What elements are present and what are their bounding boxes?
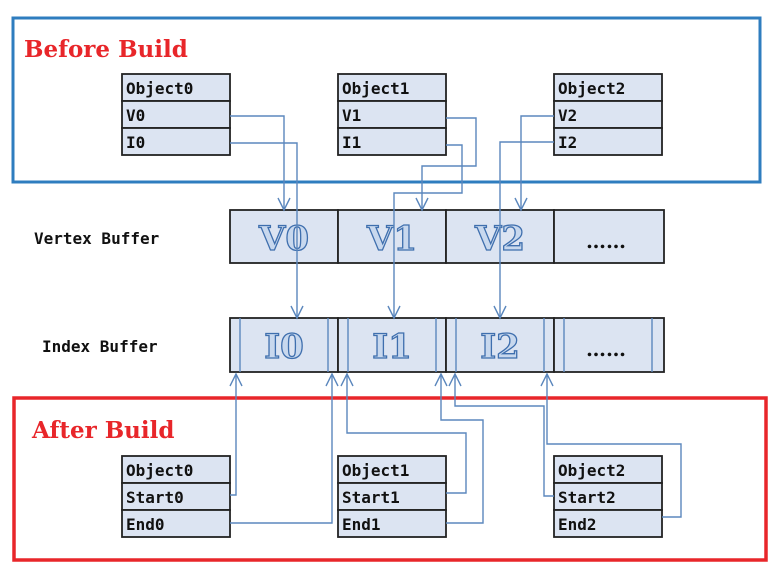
index-cell-label: I1 <box>372 327 412 367</box>
connector-start1 <box>346 374 467 494</box>
vertex-cell-ellipsis: …… <box>586 229 626 253</box>
before-build-title: Before Build <box>24 36 188 63</box>
connector-v0 <box>230 115 285 210</box>
vertex-cell-label: V0 <box>258 219 309 259</box>
connector-v1 <box>421 117 477 210</box>
arrow-head-icon <box>325 372 339 387</box>
connector-start0 <box>230 374 237 496</box>
vertex-buffer-label: Vertex Buffer <box>34 229 159 248</box>
object-field: End1 <box>342 515 381 534</box>
arrow-head-icon <box>415 197 429 212</box>
object-field: I1 <box>342 133 361 152</box>
arrow-head-icon <box>448 372 462 387</box>
vertex-cell <box>229 209 339 264</box>
connector-v2 <box>520 115 554 210</box>
after-build-frame <box>12 396 768 562</box>
arrow-head-icon <box>514 197 528 212</box>
vertex-cell <box>553 209 665 264</box>
after-object-2: Object2 Start2 End2 <box>553 455 663 538</box>
arrow-head-icon <box>493 305 507 320</box>
object-field: V0 <box>126 106 145 125</box>
index-cell <box>553 317 665 373</box>
object-field: Start2 <box>558 488 616 507</box>
index-cell-label: I2 <box>480 327 520 367</box>
vertex-cell-label: V1 <box>366 219 417 259</box>
object-field: V1 <box>342 106 361 125</box>
connector-i1 <box>393 144 463 318</box>
object-field: Start0 <box>126 488 184 507</box>
after-object-1: Object1 Start1 End1 <box>337 455 447 538</box>
before-object-2: Object2 V2 I2 <box>553 73 663 156</box>
arrow-head-icon <box>434 372 448 387</box>
connector-i0 <box>230 142 298 318</box>
connector-end2 <box>546 374 682 518</box>
object-field: I0 <box>126 133 145 152</box>
object-name: Object2 <box>558 79 625 98</box>
object-field: Start1 <box>342 488 400 507</box>
arrow-head-icon <box>340 372 354 387</box>
before-build-frame <box>11 16 762 184</box>
connector-i2 <box>499 141 554 318</box>
arrow-head-icon <box>229 372 243 387</box>
index-buffer-label: Index Buffer <box>42 337 158 356</box>
arrow-head-icon <box>277 197 291 212</box>
object-name: Object2 <box>558 461 625 480</box>
index-cell <box>337 317 447 373</box>
index-cell <box>445 317 555 373</box>
object-name: Object0 <box>126 79 193 98</box>
after-object-0: Object0 Start0 End0 <box>121 455 231 538</box>
object-field: V2 <box>558 106 577 125</box>
index-buffer: I0 I1 I2 …… <box>229 317 665 373</box>
object-field: End0 <box>126 515 165 534</box>
before-object-1: Object1 V1 I1 <box>337 73 447 156</box>
object-name: Object1 <box>342 461 409 480</box>
object-name: Object1 <box>342 79 409 98</box>
index-cell <box>229 317 339 373</box>
arrow-head-icon <box>387 305 401 320</box>
object-field: I2 <box>558 133 577 152</box>
arrow-head-icon <box>290 305 304 320</box>
connector-end0 <box>230 374 333 524</box>
before-object-0: Object0 V0 I0 <box>121 73 231 156</box>
vertex-cell <box>337 209 447 264</box>
object-name: Object0 <box>126 461 193 480</box>
connector-start2 <box>454 374 554 497</box>
connector-end1 <box>440 374 484 524</box>
object-field: End2 <box>558 515 597 534</box>
index-cell-label: I0 <box>264 327 304 367</box>
after-build-title: After Build <box>31 417 174 444</box>
index-cell-ellipsis: …… <box>586 337 626 361</box>
vertex-buffer: V0 V1 V2 …… <box>229 209 665 264</box>
arrow-head-icon <box>540 372 554 387</box>
